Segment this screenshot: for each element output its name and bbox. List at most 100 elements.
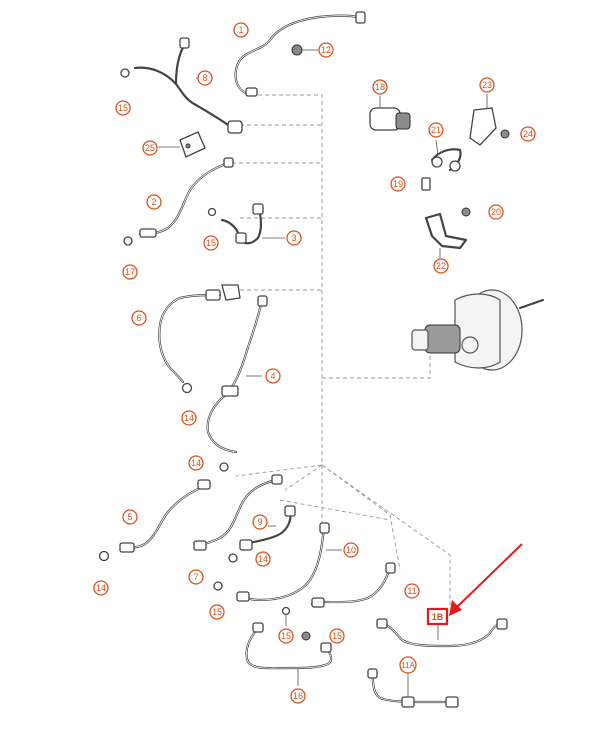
svg-text:21: 21 bbox=[431, 125, 441, 135]
part-1-brake-pipe[interactable] bbox=[234, 11, 366, 97]
callout-21[interactable]: 21 bbox=[428, 122, 444, 138]
part-16-brake-pipe[interactable] bbox=[245, 622, 333, 686]
part-25-bracket[interactable] bbox=[158, 131, 206, 158]
callout-6[interactable]: 6 bbox=[131, 310, 147, 326]
part-15-nut-c[interactable] bbox=[213, 581, 223, 591]
part-18-valve[interactable] bbox=[369, 96, 411, 131]
callout-14-a[interactable]: 14 bbox=[181, 410, 197, 426]
svg-text:15: 15 bbox=[281, 631, 291, 641]
part-19-bolt[interactable] bbox=[421, 177, 431, 191]
svg-text:6: 6 bbox=[136, 313, 141, 323]
svg-text:1: 1 bbox=[238, 25, 243, 35]
svg-text:22: 22 bbox=[436, 261, 446, 271]
svg-text:3: 3 bbox=[291, 233, 296, 243]
part-15-nut-d[interactable] bbox=[281, 606, 291, 627]
svg-text:16: 16 bbox=[293, 691, 303, 701]
assembly-guide-lines bbox=[232, 94, 451, 608]
svg-text:17: 17 bbox=[125, 267, 135, 277]
callout-23[interactable]: 23 bbox=[479, 77, 495, 93]
callout-14-d[interactable]: 14 bbox=[93, 580, 109, 596]
callout-15-e[interactable]: 15 bbox=[329, 628, 345, 644]
callout-16[interactable]: 16 bbox=[290, 688, 306, 704]
callout-12[interactable]: 12 bbox=[318, 42, 334, 58]
part-11-brake-pipe[interactable] bbox=[310, 562, 396, 608]
svg-text:23: 23 bbox=[482, 80, 492, 90]
svg-text:11: 11 bbox=[407, 586, 416, 596]
svg-text:12: 12 bbox=[321, 45, 331, 55]
callout-20[interactable]: 20 bbox=[488, 204, 504, 220]
part-23-bracket[interactable] bbox=[469, 94, 497, 146]
callout-11[interactable]: 11 bbox=[404, 583, 420, 599]
part-24-nut[interactable] bbox=[500, 129, 510, 139]
svg-text:14: 14 bbox=[258, 554, 268, 564]
callout-1b-highlighted[interactable]: 1B bbox=[426, 607, 449, 626]
part-1b-brake-pipe[interactable] bbox=[376, 618, 508, 648]
svg-text:24: 24 bbox=[523, 129, 533, 139]
callout-11a[interactable]: 11A bbox=[399, 656, 417, 674]
callout-9[interactable]: 9 bbox=[252, 514, 268, 530]
svg-text:15: 15 bbox=[118, 103, 128, 113]
part-8-hose[interactable] bbox=[120, 37, 243, 134]
svg-text:25: 25 bbox=[145, 143, 155, 153]
part-3-hose[interactable] bbox=[207, 203, 286, 245]
callout-5[interactable]: 5 bbox=[122, 509, 138, 525]
svg-text:2: 2 bbox=[151, 197, 156, 207]
pointer-arrow bbox=[449, 543, 523, 616]
part-21-sensor-arm[interactable] bbox=[430, 139, 462, 172]
callout-2[interactable]: 2 bbox=[146, 194, 162, 210]
callout-24[interactable]: 24 bbox=[520, 126, 536, 142]
callout-18[interactable]: 18 bbox=[372, 79, 388, 95]
part-20-nut[interactable] bbox=[461, 207, 471, 217]
callout-14-b[interactable]: 14 bbox=[188, 455, 204, 471]
svg-text:1B: 1B bbox=[432, 612, 444, 622]
callout-25[interactable]: 25 bbox=[142, 140, 158, 156]
part-4-brake-pipe[interactable] bbox=[206, 295, 268, 454]
svg-text:8: 8 bbox=[202, 73, 207, 83]
callout-17[interactable]: 17 bbox=[122, 264, 138, 280]
part-9-hose[interactable] bbox=[239, 505, 296, 551]
svg-text:15: 15 bbox=[206, 238, 216, 248]
part-11a-brake-pipe[interactable] bbox=[367, 668, 459, 708]
brake-booster[interactable] bbox=[411, 289, 545, 371]
callout-15-b[interactable]: 15 bbox=[203, 235, 219, 251]
svg-text:9: 9 bbox=[257, 517, 262, 527]
part-14-nut-b[interactable] bbox=[219, 462, 229, 472]
callout-15-c[interactable]: 15 bbox=[209, 604, 225, 620]
part-12-nut[interactable] bbox=[291, 44, 318, 56]
callout-15-d[interactable]: 15 bbox=[278, 628, 294, 644]
part-5-brake-pipe[interactable] bbox=[119, 479, 211, 553]
svg-text:15: 15 bbox=[332, 631, 342, 641]
callout-7[interactable]: 7 bbox=[188, 569, 204, 585]
part-14-nut-a[interactable] bbox=[181, 382, 193, 394]
callout-1[interactable]: 1 bbox=[233, 22, 249, 38]
callout-22[interactable]: 22 bbox=[433, 258, 449, 274]
svg-text:19: 19 bbox=[393, 179, 403, 189]
svg-text:7: 7 bbox=[193, 572, 198, 582]
part-14-nut-d[interactable] bbox=[228, 553, 238, 563]
part-7-brake-pipe[interactable] bbox=[193, 474, 283, 551]
callout-15-a[interactable]: 15 bbox=[115, 100, 131, 116]
callout-8[interactable]: 8 bbox=[197, 70, 213, 86]
svg-text:14: 14 bbox=[96, 583, 106, 593]
svg-text:11A: 11A bbox=[401, 661, 415, 670]
svg-text:14: 14 bbox=[191, 458, 201, 468]
part-17-plug[interactable] bbox=[123, 236, 133, 246]
svg-text:5: 5 bbox=[127, 512, 132, 522]
callout-19[interactable]: 19 bbox=[390, 176, 406, 192]
callout-3[interactable]: 3 bbox=[286, 230, 302, 246]
svg-text:20: 20 bbox=[491, 207, 501, 217]
part-22-bracket[interactable] bbox=[424, 212, 468, 258]
svg-text:10: 10 bbox=[346, 545, 356, 555]
part-15-nut-e[interactable] bbox=[301, 631, 311, 641]
part-10-brake-pipe[interactable] bbox=[236, 522, 342, 602]
svg-text:4: 4 bbox=[270, 371, 275, 381]
part-14-nut-c[interactable] bbox=[98, 550, 110, 562]
callout-14-c[interactable]: 14 bbox=[255, 551, 271, 567]
svg-text:15: 15 bbox=[212, 607, 222, 617]
part-2-brake-pipe[interactable] bbox=[138, 157, 234, 238]
svg-text:18: 18 bbox=[375, 82, 385, 92]
callout-4[interactable]: 4 bbox=[265, 368, 281, 384]
part-6-brake-pipe[interactable] bbox=[158, 284, 241, 384]
callout-10[interactable]: 10 bbox=[343, 542, 359, 558]
